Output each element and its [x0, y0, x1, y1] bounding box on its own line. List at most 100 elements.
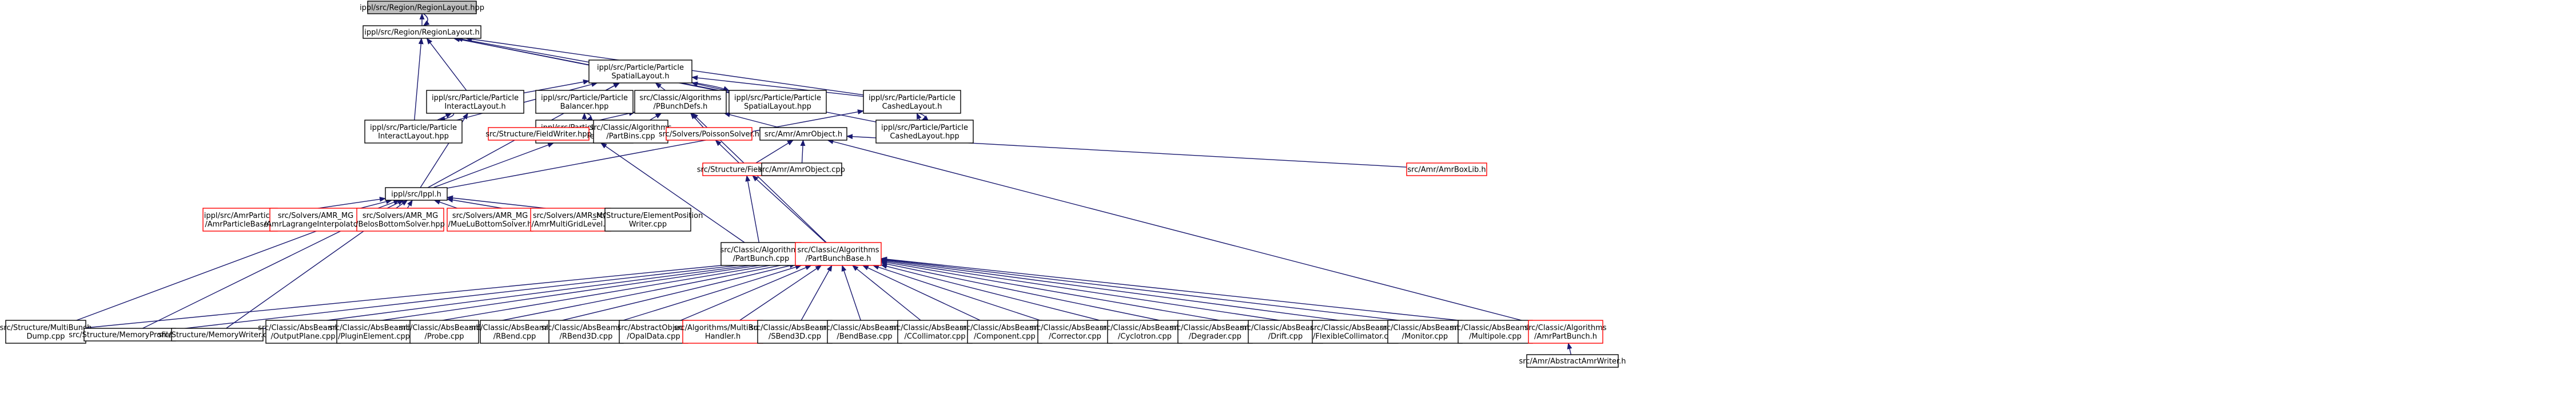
node-label: /OutputPlane.cpp [271, 332, 336, 341]
node-box [761, 162, 842, 176]
node-label: src/Classic/AbsBeamline [750, 324, 840, 332]
node-label: Dump.cpp [27, 332, 65, 341]
graph-node[interactable]: src/Classic/AbsBeamline/BendBase.cpp [819, 320, 910, 344]
graph-node[interactable]: src/Classic/AbsBeamline/SBend3D.cpp [750, 320, 840, 344]
graph-node[interactable]: src/Classic/AbsBeamline/Degrader.cpp [1170, 320, 1260, 344]
dependency-edge [801, 265, 833, 321]
edge [691, 75, 864, 97]
edge [655, 82, 666, 91]
node-label: ippl/src/Particle/Particle [734, 94, 821, 102]
edge [880, 256, 1529, 328]
edge [745, 174, 760, 243]
edge [478, 261, 797, 325]
node-box [535, 90, 634, 114]
node-box [363, 25, 481, 39]
graph-node[interactable]: src/Classic/AbsBeamline/Probe.cpp [399, 320, 489, 344]
node-label: ippl/src/Ippl.h [391, 190, 441, 199]
node-label: /AmrMultiGridLevel.h [531, 220, 610, 229]
graph-node[interactable]: src/Structure/FieldWriter.hpp [485, 127, 592, 141]
edge [862, 265, 981, 321]
graph-node[interactable]: ippl/src/Region/RegionLayout.hpp [360, 1, 484, 14]
graph-node[interactable]: ippl/src/Particle/ParticleSpatialLayout.… [728, 90, 827, 114]
node-label: src/Amr/AmrBoxLib.h [1407, 166, 1486, 174]
dependency-edge [407, 200, 413, 209]
graph-node[interactable]: src/Solvers/AMR_MG/BelosBottomSolver.hpp [356, 208, 445, 232]
node-box [619, 320, 688, 344]
node-box [480, 320, 550, 344]
node-label: /AmrLagrangeInterpolator.h [264, 220, 367, 229]
node-label: src/Classic/AbsBeamline [1100, 324, 1190, 332]
node-label: src/Classic/AbsBeamline [1240, 324, 1331, 332]
graph-node[interactable]: ippl/src/Particle/ParticleInteractLayout… [364, 120, 463, 144]
graph-node[interactable]: src/Solvers/AMR_MG/AmrLagrangeInterpolat… [264, 208, 367, 232]
graph-node[interactable]: ippl/src/Particle/ParticleInteractLayout… [426, 90, 524, 114]
node-label: SpatialLayout.hpp [744, 102, 811, 111]
graph-node[interactable]: src/Solvers/PoissonSolver.h [659, 127, 759, 141]
dependency-edge [755, 140, 794, 164]
graph-node[interactable]: src/Amr/AmrObject.h [759, 127, 847, 141]
graph-node[interactable]: ippl/src/Particle/ParticleSpatialLayout.… [588, 59, 692, 84]
graph-node[interactable]: src/Classic/Algorithms/PartBins.cpp [590, 120, 672, 144]
node-box [202, 208, 278, 232]
edge [739, 265, 822, 321]
graph-node[interactable]: src/Structure/MemoryProfiler.cpp [69, 328, 191, 342]
node-label: src/Classic/AbsBeamline [541, 324, 631, 332]
dependency-edge [340, 258, 797, 327]
graph-node[interactable]: src/Amr/AbstractAmrWriter.h [1519, 354, 1626, 368]
graph-node[interactable]: src/Amr/AmrBoxLib.h [1406, 162, 1487, 176]
graph-node[interactable]: src/Classic/Algorithms/PartBunch.cpp [720, 242, 802, 266]
graph-node[interactable]: src/Classic/AbsBeamline/Monitor.cpp [1380, 320, 1470, 344]
graph-node[interactable]: src/Classic/Algorithms/PartBunchBase.h [795, 242, 882, 266]
dependency-edge [880, 261, 1178, 325]
node-box [728, 90, 827, 114]
graph-node[interactable]: src/Structure/MemoryWriter.cpp [158, 328, 277, 342]
graph-node[interactable]: src/Solvers/AMR_MG/MueLuBottomSolver.h [447, 208, 533, 232]
node-label: /PBunchDefs.h [654, 102, 708, 111]
graph-node[interactable]: src/Classic/Algorithms/AmrPartBunch.h [1524, 320, 1607, 344]
graph-node[interactable]: ippl/src/Region/RegionLayout.h [363, 25, 481, 39]
graph-node[interactable]: src/Classic/AbsBeamline/RBend.cpp [469, 320, 560, 344]
graph-node[interactable]: src/Solvers/AMR_MG/AmrMultiGridLevel.h [530, 208, 611, 232]
dependency-edge [691, 82, 730, 92]
graph-node[interactable]: src/Classic/AbsBeamline/RBend3D.cpp [541, 320, 631, 344]
edge [447, 109, 865, 189]
dependency-edge [862, 265, 981, 321]
graph-node[interactable]: ippl/src/AmrParticle/AmrParticleBase.h [202, 208, 278, 232]
edge [650, 113, 662, 121]
graph-node[interactable]: src/Amr/AmrObject.cpp [758, 162, 845, 176]
graph-node[interactable]: src/Classic/AbsBeamline/Drift.cpp [1240, 320, 1331, 344]
node-label: /Degrader.cpp [1189, 332, 1241, 341]
dependency-edge [723, 112, 779, 128]
graph-node[interactable]: src/AbstractObjects/OpalData.cpp [617, 320, 690, 344]
graph-node[interactable]: ippl/src/Ippl.h [385, 187, 448, 201]
graph-node[interactable]: src/Classic/AbsBeamline/CCollimator.cpp [890, 320, 980, 344]
dependency-edge [447, 109, 865, 189]
graph-node[interactable]: ippl/src/Particle/ParticleCashedLayout.h… [875, 120, 974, 144]
dependency-edge [1567, 342, 1572, 355]
node-layer: ippl/src/Region/RegionLayout.hpp ippl/src… [0, 1, 1626, 368]
dependency-edge [916, 112, 922, 121]
edge [523, 79, 590, 94]
graph-node[interactable]: src/Classic/AbsBeamline/PluginElement.cp… [329, 320, 419, 344]
edge [715, 140, 740, 164]
node-label: src/Classic/AbsBeamline [1310, 324, 1400, 332]
graph-node[interactable]: src/Classic/AbsBeamline/Corrector.cpp [1030, 320, 1120, 344]
graph-node[interactable]: src/Classic/AbsBeamline/Multipole.cpp [1450, 320, 1540, 344]
graph-node[interactable]: src/Classic/Algorithms/PBunchDefs.h [634, 90, 727, 114]
edge [752, 175, 826, 243]
node-box [1528, 320, 1603, 344]
edge [456, 37, 590, 63]
node-label: /Probe.cpp [424, 332, 464, 341]
node-label: src/Classic/AbsBeamline [399, 324, 489, 332]
graph-node[interactable]: src/Classic/AbsBeamline/Component.cpp [959, 320, 1050, 344]
graph-node[interactable]: src/Classic/AbsBeamline/FlexibleCollimat… [1310, 320, 1400, 344]
graph-node[interactable]: src/Classic/AbsBeamline/Cyclotron.cpp [1100, 320, 1190, 344]
node-box [1107, 320, 1183, 344]
edge [880, 261, 1178, 325]
